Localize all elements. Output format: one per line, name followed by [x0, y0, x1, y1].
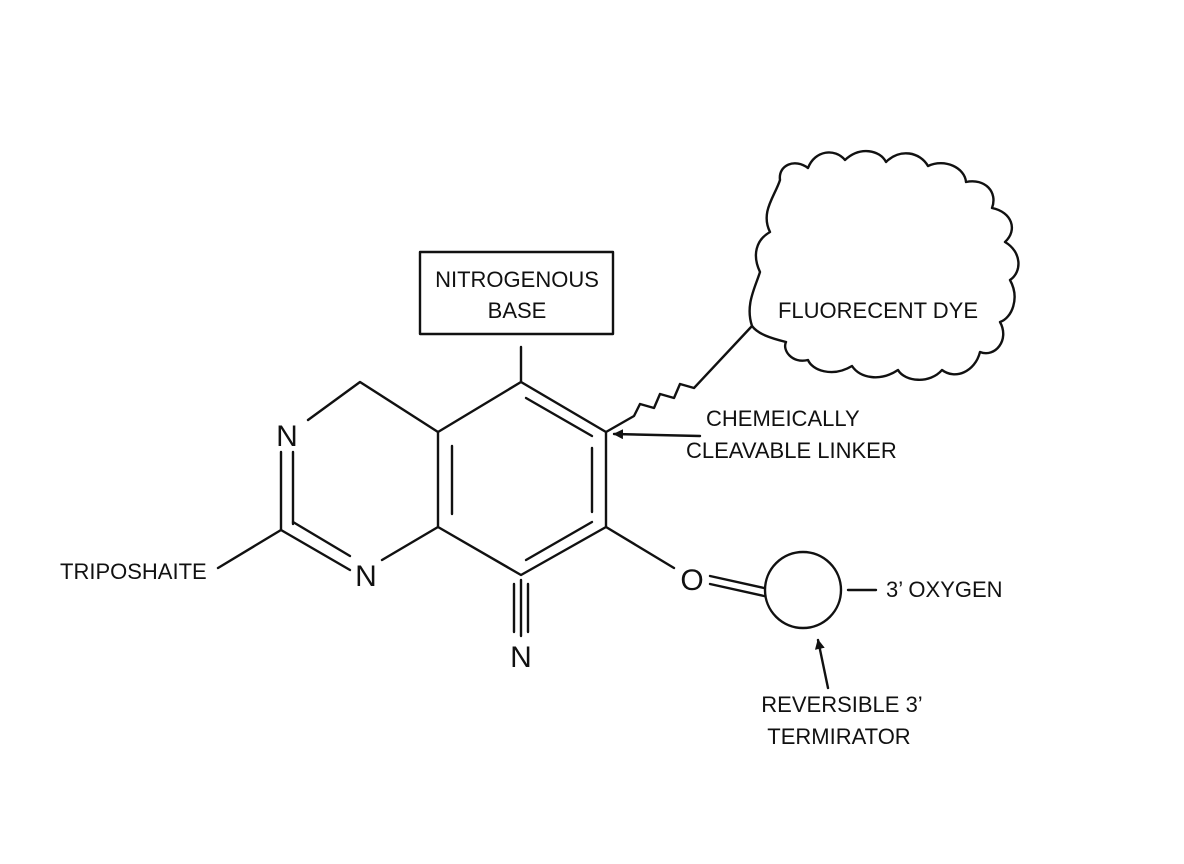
left-ring-c-to-n-single — [279, 528, 352, 572]
right-ring — [436, 380, 608, 577]
triphosphate-label: TRIPOSHAITE — [60, 559, 207, 584]
left-ring-top — [306, 380, 440, 434]
fluorescent-dye-cloud — [748, 150, 1020, 381]
atom-o: O — [680, 564, 703, 597]
o-to-terminator-bond-2 — [708, 582, 766, 598]
terminator-label-line2: TERMIRATOR — [767, 724, 910, 749]
linker-label-line2: CLEAVABLE LINKER — [686, 438, 897, 463]
nitrogenous-base-label-line1: NITROGENOUS — [435, 267, 599, 292]
terminator-group-circle — [763, 550, 843, 630]
nitrogenous-base-box — [418, 250, 615, 336]
ring-double-bond-top — [524, 396, 594, 438]
atom-n-bottom: N — [510, 641, 532, 674]
linker-arrow — [612, 429, 702, 440]
ring-double-bond-bottom — [524, 520, 594, 562]
atom-n-top: N — [276, 420, 298, 453]
oxygen-bond — [604, 525, 676, 570]
nitrogenous-base-label-line2: BASE — [488, 298, 547, 323]
linker-label-line1: CHEMEICALLY — [706, 406, 860, 431]
left-ring-bottom — [380, 525, 440, 562]
o-to-terminator-bond-1 — [708, 574, 766, 590]
triphosphate-bond — [216, 528, 283, 570]
atom-n-left: N — [355, 560, 377, 593]
oxygen-label: 3’ OXYGEN — [886, 577, 1003, 602]
fluorescent-dye-label: FLUORECENT DYE — [778, 298, 978, 323]
left-ring-c-to-n-double — [291, 520, 352, 558]
terminator-arrow — [814, 638, 830, 690]
terminator-label-line1: REVERSIBLE 3’ — [761, 692, 922, 717]
cleavable-linker-zigzag — [604, 324, 754, 434]
